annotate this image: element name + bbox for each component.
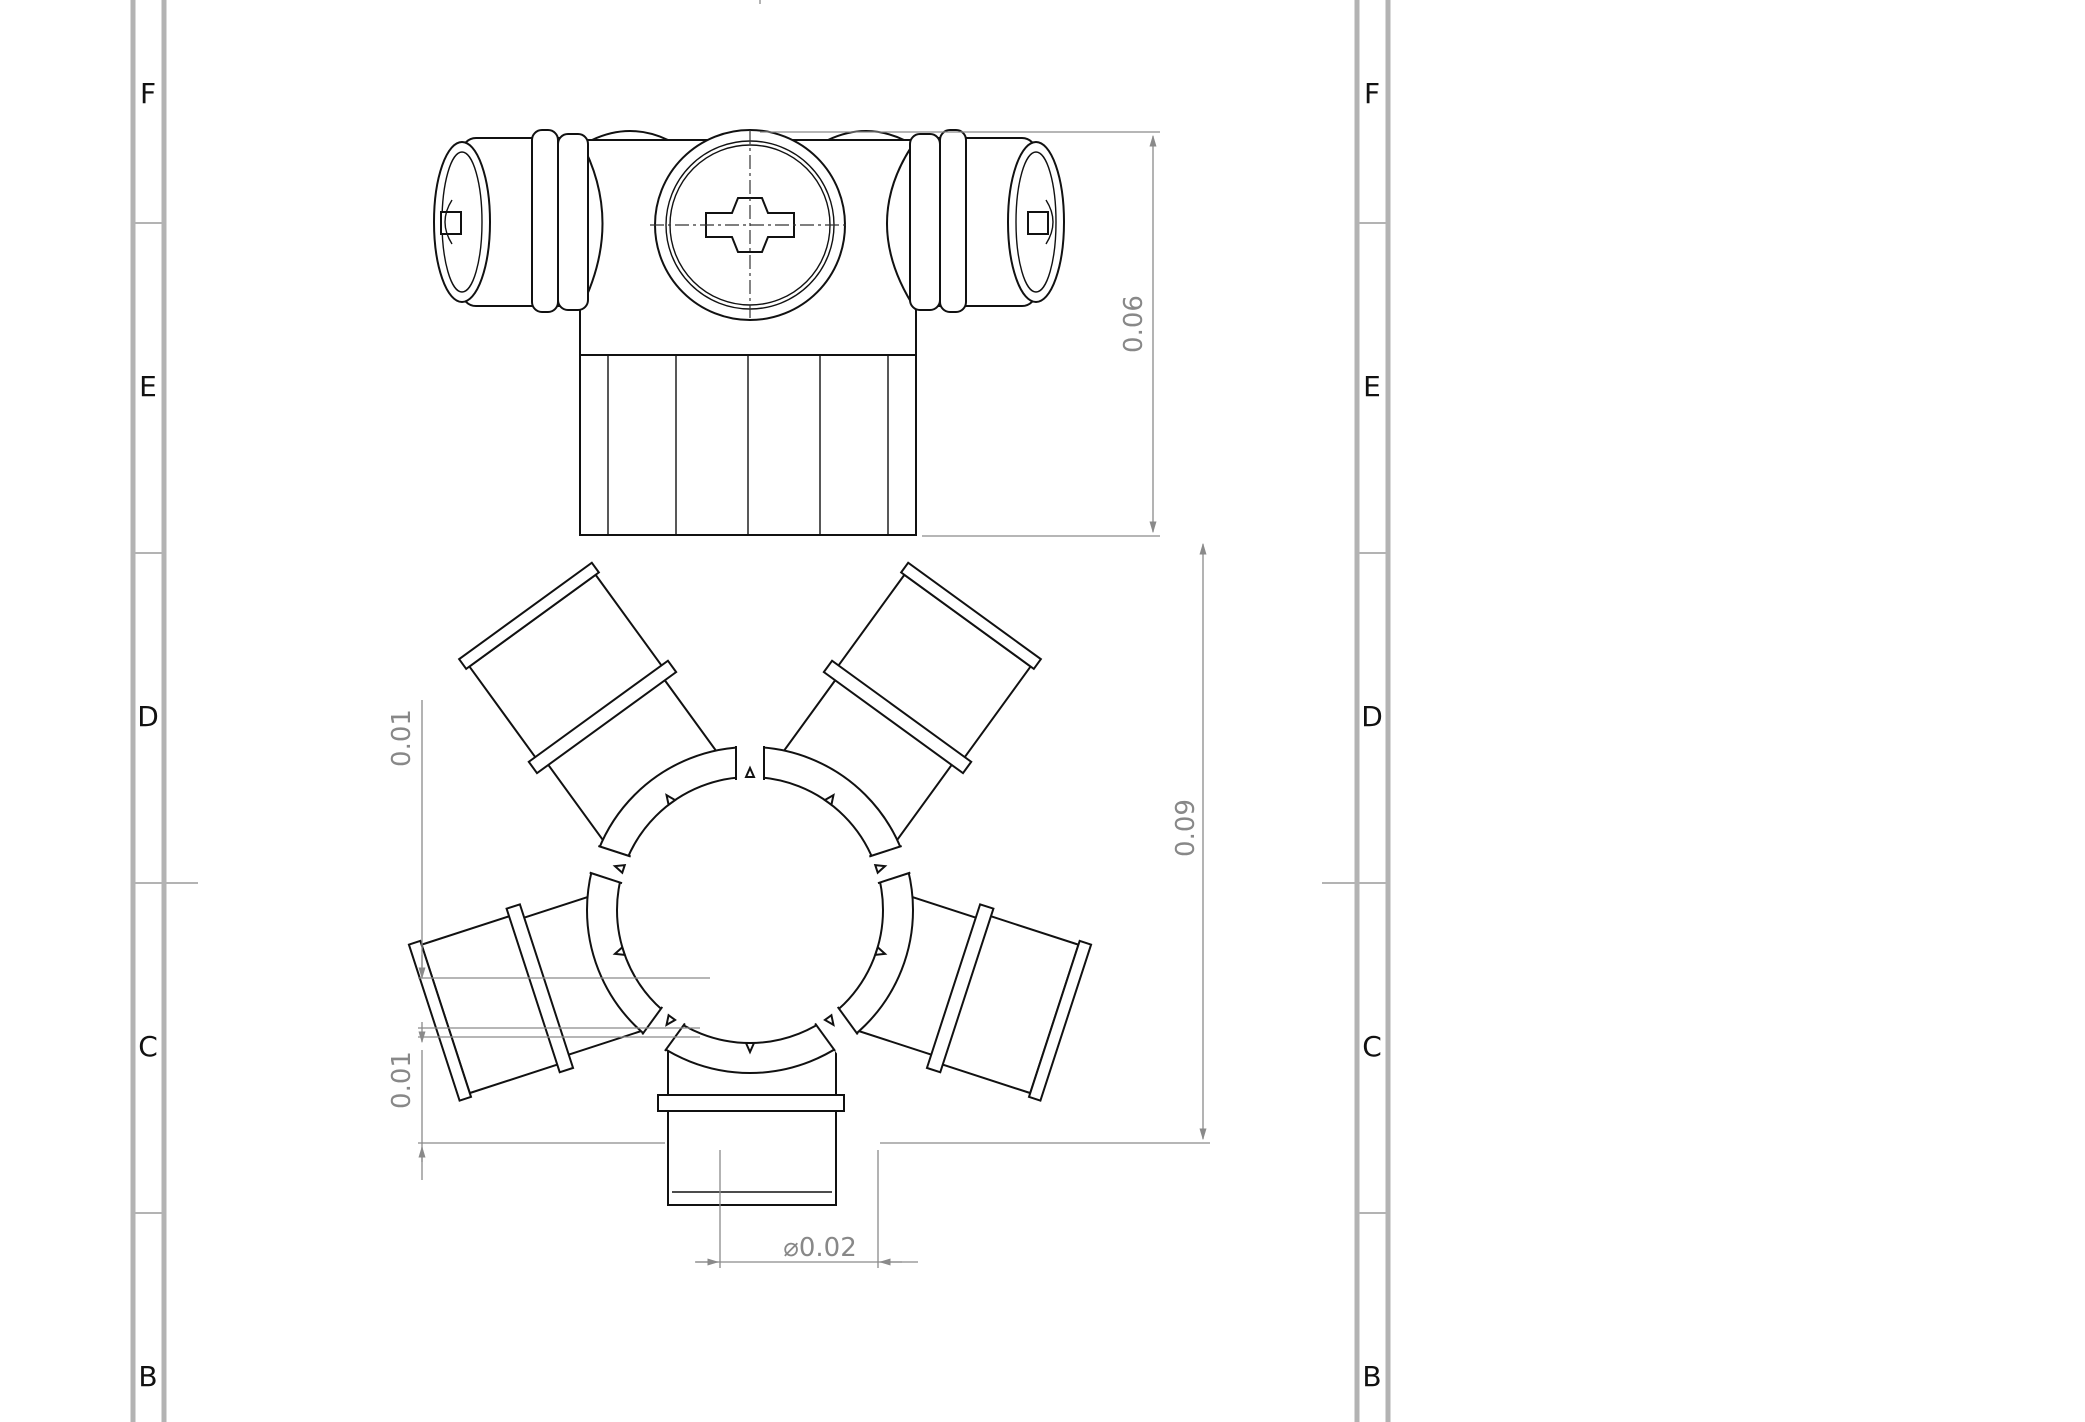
right-port xyxy=(909,129,1065,313)
zone-label-left-f: F xyxy=(140,77,156,110)
arm-left xyxy=(407,887,660,1102)
dim-diameter xyxy=(695,1150,918,1268)
dim-label-lower-small: 0.01 xyxy=(387,1051,417,1109)
dim-top-height xyxy=(760,131,1160,537)
ring-teeth xyxy=(612,765,888,1055)
zone-label-left-b: B xyxy=(138,1360,157,1393)
hub-ring-inner xyxy=(616,776,884,1044)
top-view: 0.06 xyxy=(433,129,1160,537)
dim-label-bottom-height: 0.09 xyxy=(1171,799,1201,857)
back-dome-right xyxy=(827,130,905,141)
dim-label-top-height: 0.06 xyxy=(1119,295,1149,353)
zone-label-right-d: D xyxy=(1361,700,1383,733)
dim-lower-small xyxy=(418,1022,700,1180)
dim-bottom-height xyxy=(880,542,1210,1144)
left-border xyxy=(130,0,198,1422)
left-port xyxy=(433,129,589,313)
zone-label-right-c: C xyxy=(1362,1030,1382,1063)
zone-label-left-d: D xyxy=(137,700,159,733)
dim-label-upper-small: 0.01 xyxy=(387,709,417,767)
zone-label-left-e: E xyxy=(139,370,157,403)
zone-label-right-b: B xyxy=(1362,1360,1381,1393)
back-dome-left xyxy=(591,130,669,141)
bottom-view: 0.09 0.01 0.01 ⌀0.02 xyxy=(387,542,1210,1268)
zone-label-right-f: F xyxy=(1364,77,1380,110)
zone-label-right-e: E xyxy=(1363,370,1381,403)
arm-right xyxy=(840,887,1093,1102)
dim-upper-small xyxy=(418,700,710,1029)
arm-upper-left xyxy=(760,561,1043,867)
diameter-value: 0.02 xyxy=(799,1233,857,1263)
front-port xyxy=(650,129,850,321)
right-border xyxy=(1322,0,1391,1422)
dim-label-diameter: ⌀0.02 xyxy=(783,1233,857,1263)
ring-slots xyxy=(583,740,917,1056)
zone-label-left-c: C xyxy=(138,1030,158,1063)
arm-upper-right xyxy=(457,561,740,867)
diameter-symbol: ⌀ xyxy=(783,1233,799,1263)
